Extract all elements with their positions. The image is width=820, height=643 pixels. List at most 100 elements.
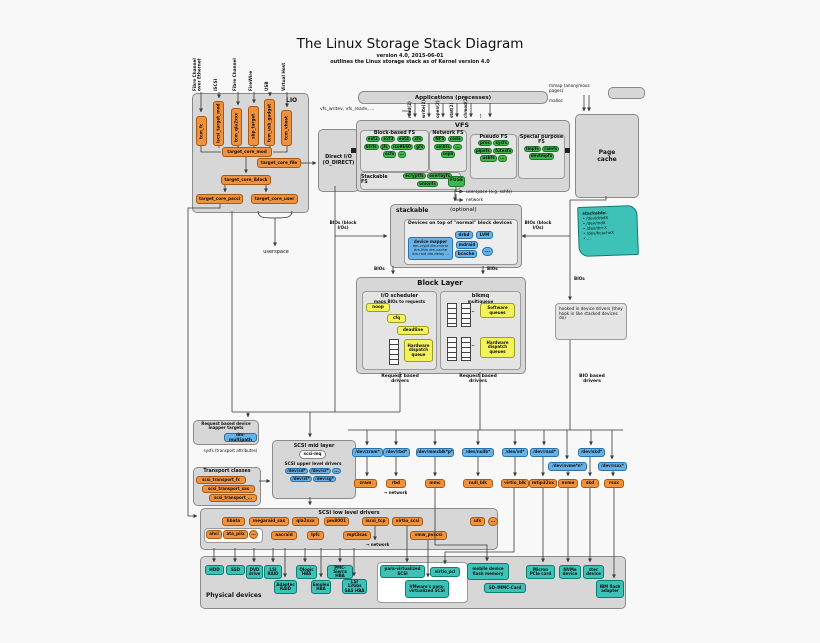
fs-item: unionfs bbox=[417, 180, 438, 187]
dev-rssd-node: /dev/rssd* bbox=[530, 448, 559, 457]
dvd-device: DVD drive bbox=[246, 565, 263, 579]
emulex-hba-device: Emulex HBA bbox=[311, 580, 331, 594]
mmc-driver: mmc bbox=[425, 479, 445, 488]
stackable-note-flag: stackable: • /dev/drbdX• /dev/mdX• /dev/… bbox=[577, 204, 639, 258]
fs-item: ext2 bbox=[365, 136, 380, 143]
fs-item: ... bbox=[397, 151, 407, 158]
virtio-scsi-driver: virtio_scsi bbox=[392, 517, 423, 526]
device-mapper-line: dm-crypt dm-mirror bbox=[412, 244, 449, 248]
scsi-upper-device-list: /dev/sd*/dev/sr*.../dev/st*/dev/sg* bbox=[276, 468, 350, 482]
fs-item: jfs bbox=[380, 143, 390, 150]
stackable-more-item: ... bbox=[482, 247, 493, 256]
hdd-device: HDD bbox=[205, 565, 224, 575]
hw-queue-glyph-1 bbox=[447, 337, 457, 361]
libata-driver: libata bbox=[222, 517, 245, 526]
lio-frontend-tcm-vhost: tcm_vhost bbox=[281, 110, 292, 146]
bcache-item: bcache bbox=[455, 250, 477, 258]
fuse-network-note: network bbox=[466, 197, 484, 202]
direct-io-box: Direct I/O (O_DIRECT) bbox=[318, 129, 359, 192]
fs-item: ext4 bbox=[396, 136, 411, 143]
fs-item: coda bbox=[447, 136, 463, 143]
block-based-fs-title: Block-based FS bbox=[373, 131, 416, 136]
sched-noop: noop bbox=[366, 303, 390, 312]
fs-item: ocfs bbox=[382, 151, 397, 158]
applications-bar: Applications (processes) bbox=[358, 91, 548, 104]
blkmq-title: blkmq bbox=[471, 293, 490, 299]
page-title: The Linux Storage Stack Diagram bbox=[296, 36, 524, 52]
software-queues-label: Software queues bbox=[480, 303, 515, 318]
sw-queue-glyph-1 bbox=[447, 303, 457, 327]
drbd-item: drbd bbox=[455, 231, 473, 239]
iscsi-network-note: → network bbox=[366, 542, 390, 547]
physical-devices-title: Physical devices bbox=[206, 592, 262, 599]
request-based-label-2: Request based drivers bbox=[459, 374, 497, 385]
stackable-fs-title: Stackable FS bbox=[361, 174, 388, 185]
fuse-box: FUSE bbox=[448, 176, 465, 187]
fs-item: NFS bbox=[433, 136, 447, 143]
dev-mmcblk-node: /dev/mmcblk*p* bbox=[416, 448, 454, 457]
fs-item: proc bbox=[478, 140, 492, 147]
iscsi-tcp-driver: iscsi_tcp bbox=[362, 517, 389, 526]
lio-frontend-iscsi-target-mod: iscsi_target_mod bbox=[213, 101, 224, 146]
dev-skd-node: /dev/skd* bbox=[578, 448, 605, 457]
lio-protocol-usb: USB bbox=[264, 81, 269, 91]
syscall-open: open(2) bbox=[435, 100, 440, 118]
scsi-transport-more: scsi_transport_... bbox=[209, 494, 257, 502]
mdraid-item: mdraid bbox=[456, 241, 478, 249]
page-cache-label: Page cache bbox=[597, 149, 617, 163]
megaraid-sas-driver: megaraid_sas bbox=[249, 517, 289, 526]
block-layer-title: Block Layer bbox=[417, 279, 463, 287]
lio-protocol-fc: Fibre Channel bbox=[232, 58, 237, 91]
stackable-optional: (optional) bbox=[450, 207, 477, 213]
request-queue-glyph bbox=[389, 339, 399, 365]
lio-target-core-mod: target_core_mod bbox=[222, 147, 272, 157]
applications-bar-right bbox=[608, 87, 645, 99]
malloc-label: malloc bbox=[549, 98, 563, 103]
adaptec-raid-device: Adaptec RAID bbox=[274, 580, 297, 594]
stackable-note-items: • /dev/drbdX• /dev/mdX• /dev/dm-X• /dev/… bbox=[582, 214, 633, 241]
virtio-pci-device: virtio_pci bbox=[430, 567, 460, 577]
bio-based-label: BIO based drivers bbox=[579, 374, 605, 385]
fs-item: xfs bbox=[412, 136, 424, 143]
diagram-version: version 4.0, 2015-06-01 bbox=[376, 53, 444, 59]
sw-queue-dots: ... bbox=[470, 308, 475, 313]
request-based-label-1: Request based drivers bbox=[381, 374, 419, 385]
pmc-sierra-hba-device: PMC-Sierra HBA bbox=[327, 565, 353, 579]
lio-target-core-file: target_core_file bbox=[257, 158, 301, 168]
vmw-pvscsi-driver: vmw_pvscsi bbox=[410, 531, 447, 540]
network-fs-title: Network FS bbox=[432, 131, 464, 136]
iosched-hw-queue-label: Hardware dispatch queue bbox=[404, 339, 433, 362]
sw-queue-glyph-2 bbox=[461, 303, 471, 327]
syscall-stat: stat(2) bbox=[449, 102, 454, 118]
fs-item: usbfs bbox=[480, 155, 497, 162]
dev-vd-node: /dev/vd* bbox=[502, 448, 528, 457]
virtio-blk-driver: virtio_blk bbox=[501, 479, 529, 488]
fs-item: ceph bbox=[440, 151, 456, 158]
sysfs-note: sysfs (transport attributes) bbox=[203, 448, 258, 453]
lsi-12gbs-sas-hba-device: LSI 12Gbs SAS HBA bbox=[342, 579, 367, 594]
lio-frontend-sbp-target: sbp_target bbox=[248, 106, 259, 146]
dev-nullb-node: /dev/nullb* bbox=[462, 448, 494, 457]
mtip32xx-driver: mtip32xx bbox=[529, 479, 557, 488]
ata-piix-driver: ata_piix bbox=[223, 530, 248, 539]
fuse-userspace-note: userspace (e.g. sshfs) bbox=[466, 189, 512, 194]
dev-nvme-node: /dev/nvme*n* bbox=[548, 462, 587, 471]
syscall-more: ... bbox=[477, 113, 482, 118]
stackable-title: Devices on top of "normal" block devices bbox=[407, 221, 512, 226]
ssd-device: SSD bbox=[226, 565, 245, 575]
vfs-call-hint: vfs_writev, vfs_readv, ... bbox=[320, 107, 375, 112]
fs-item: sysfs bbox=[493, 140, 509, 147]
scsi-transport-fc: scsi_transport_fc bbox=[196, 476, 246, 484]
fs-item: futexfs bbox=[493, 147, 514, 154]
sd-mmc-card-device: SD-/MMC-Card bbox=[484, 583, 526, 593]
hw-queue-dots: ... bbox=[470, 342, 475, 347]
qla2xxx-driver: qla2xxx bbox=[292, 517, 319, 526]
nvme-driver: nvme bbox=[558, 479, 578, 488]
